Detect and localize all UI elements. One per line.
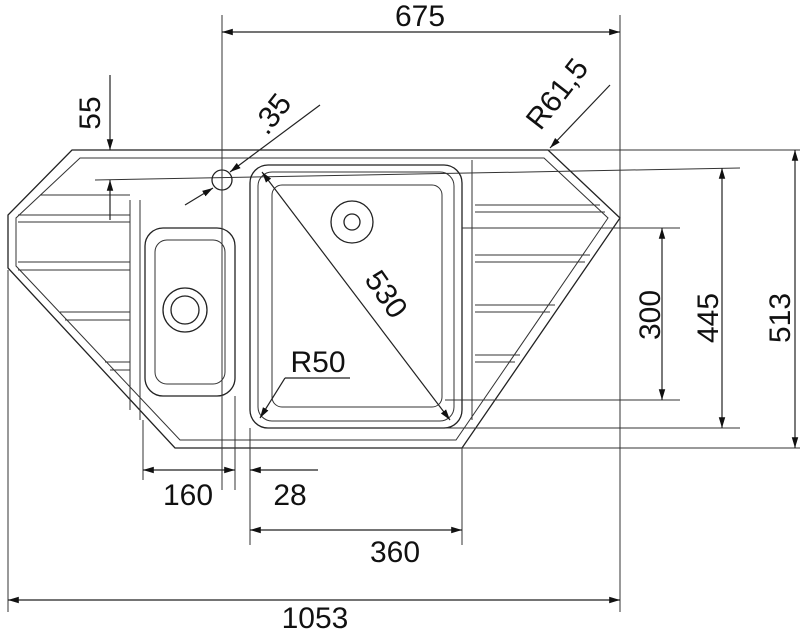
dim-r50: R50 — [290, 346, 345, 379]
dim-55: 55 — [74, 96, 107, 129]
dim-530: 530 — [358, 265, 414, 325]
dim-513: 513 — [764, 293, 797, 343]
small-drain-icon — [162, 287, 208, 333]
dim-445: 445 — [692, 293, 725, 343]
dim-160: 160 — [163, 479, 213, 512]
main-drain-icon — [330, 200, 374, 244]
dim-35: .35 — [247, 88, 299, 141]
extension-lines — [7, 15, 800, 612]
dim-28: 28 — [273, 479, 306, 512]
dim-360: 360 — [370, 536, 420, 569]
dim-1053: 1053 — [282, 602, 349, 635]
small-bowl — [144, 227, 236, 397]
dim-675: 675 — [395, 0, 445, 33]
drainer-grooves — [18, 204, 605, 371]
dim-r61-5: R61,5 — [520, 52, 595, 135]
dimension-lines — [7, 28, 799, 604]
dim-300: 300 — [634, 290, 667, 340]
